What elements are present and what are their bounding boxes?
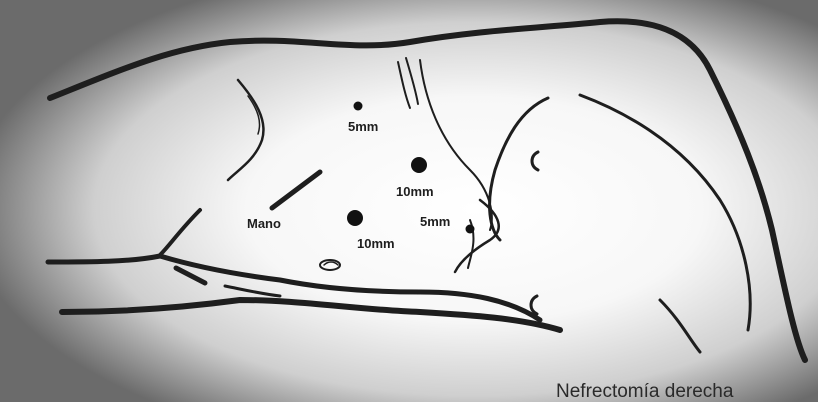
port-label-5mm-upper: 5mm: [348, 120, 378, 133]
port-label-10mm-lower: 10mm: [357, 237, 395, 250]
port-5mm-upper: [354, 102, 363, 111]
port-10mm-lower: [347, 210, 363, 226]
diagram-caption: Nefrectomía derecha: [556, 382, 733, 401]
hand-port-label: Mano: [247, 217, 281, 230]
port-label-10mm-upper: 10mm: [396, 185, 434, 198]
port-10mm-upper: [411, 157, 427, 173]
port-label-5mm-lower: 5mm: [420, 215, 450, 228]
port-5mm-lower: [466, 225, 475, 234]
